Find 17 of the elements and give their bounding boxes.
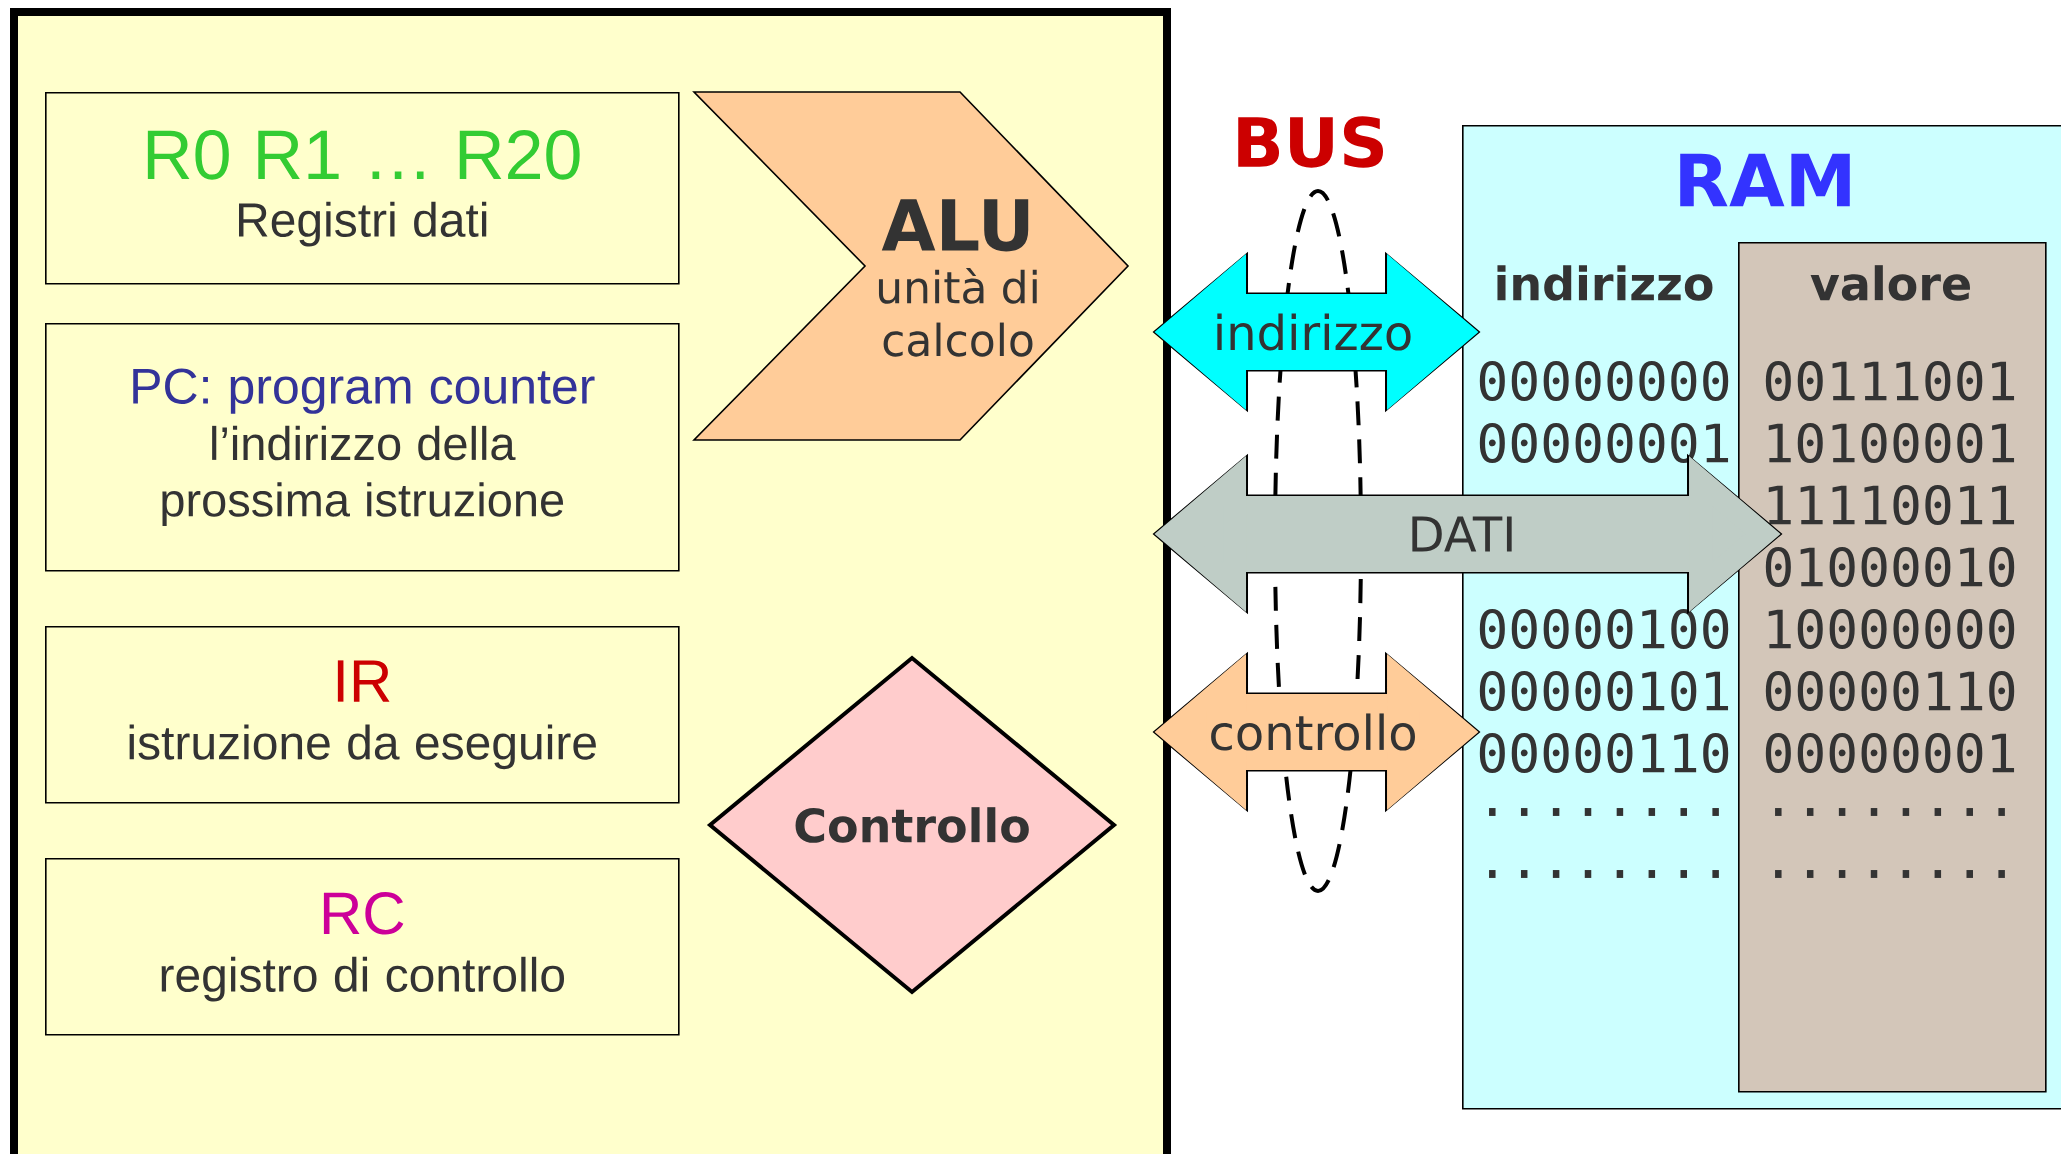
memory-cell: 00000001 [1765, 732, 2015, 774]
memory-cell: 01000010 [1765, 546, 2015, 588]
register-box: RC registro di controllo [45, 858, 680, 1036]
memory-cell: ........ [1775, 808, 2005, 816]
node-text: BUS [1238, 116, 1384, 168]
memory-cell: 00111001 [1765, 360, 2015, 402]
alu-chevron: ALU unità di calcolo [692, 91, 1130, 441]
memory-cell: ........ [1775, 870, 2005, 878]
memory-cell: 10100001 [1768, 422, 2015, 464]
memory-cell: 10000000 [1768, 608, 2015, 650]
register-box: R0 R1 … R20 Registri dati [45, 92, 680, 285]
register-box: PC: program counter l’indirizzo della prossima istruzione [45, 323, 680, 572]
memory-cell: 00000110 [1765, 670, 2015, 712]
register-box: IR istruzione da eseguire [45, 626, 680, 804]
edge-label: indirizzo [1217, 313, 1411, 351]
edge-label: controllo [1211, 713, 1415, 751]
memory-cell: 11110011 [1768, 484, 2015, 526]
